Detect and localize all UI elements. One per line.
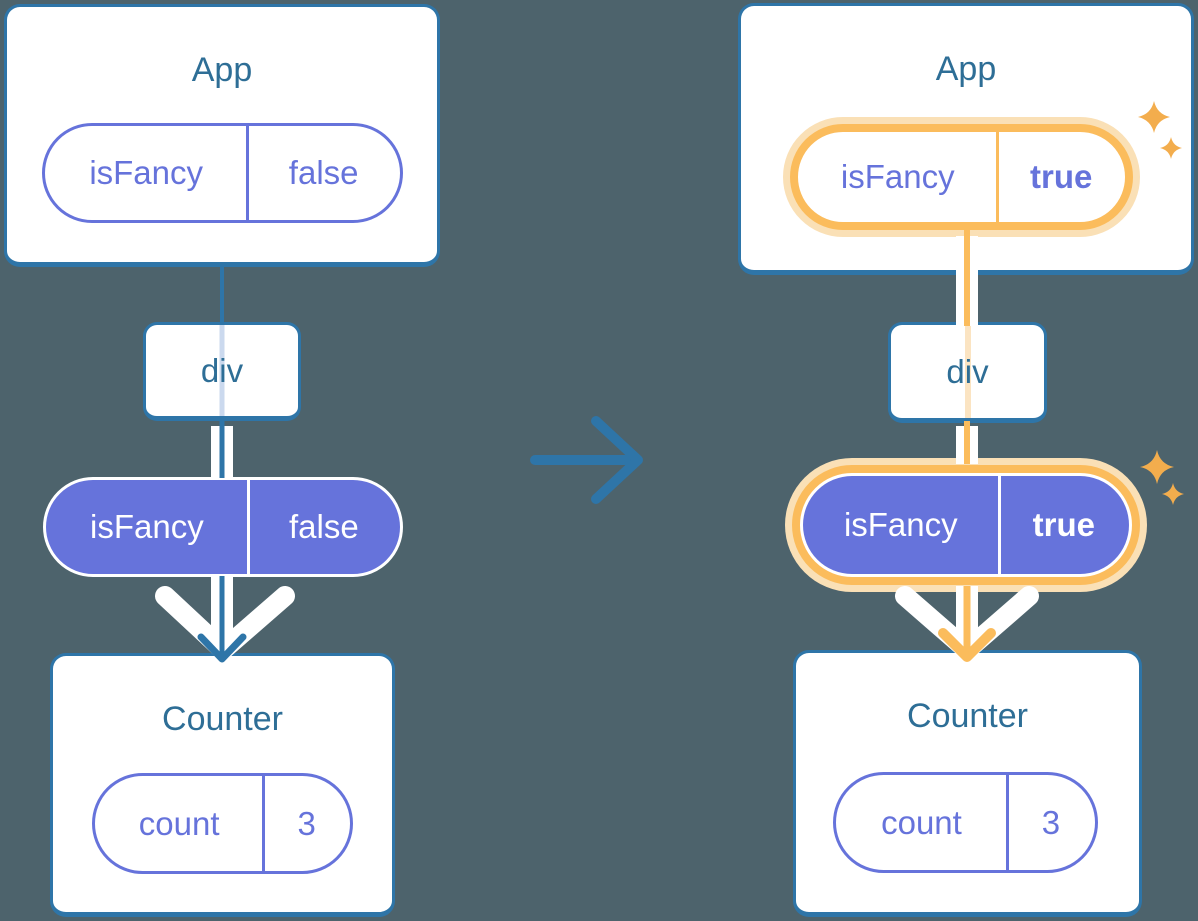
context-thread-line bbox=[964, 325, 971, 418]
pill-divider bbox=[996, 132, 1000, 222]
context-pill-body: isFancy true bbox=[803, 476, 1129, 574]
context-thread-line bbox=[219, 325, 225, 416]
component-title: Counter bbox=[162, 700, 283, 738]
state-pill-before: count 3 bbox=[92, 773, 353, 874]
pill-divider bbox=[246, 480, 250, 574]
pill-divider bbox=[1005, 775, 1009, 870]
arrow-down-chevron bbox=[155, 586, 295, 660]
pill-key: count bbox=[138, 804, 220, 842]
arrow-down-chevron bbox=[895, 586, 1039, 660]
component-title: Counter bbox=[907, 697, 1028, 735]
pill-value: 3 bbox=[297, 804, 316, 842]
pill-value: true bbox=[1030, 158, 1093, 195]
state-pill-after: count 3 bbox=[833, 772, 1098, 873]
prop-pill-before: isFancy false bbox=[42, 123, 403, 223]
counter-card-after: Counter count 3 bbox=[793, 650, 1142, 917]
pill-key: count bbox=[881, 803, 962, 841]
div-node-after: div bbox=[888, 322, 1047, 423]
context-pill-before: isFancy false bbox=[43, 477, 403, 577]
component-title: App bbox=[935, 50, 997, 88]
pill-value: true bbox=[1032, 506, 1095, 543]
prop-pill-after-highlighted: isFancy true bbox=[790, 124, 1133, 230]
component-title: App bbox=[191, 51, 253, 89]
counter-card-before: Counter count 3 bbox=[50, 653, 395, 917]
pill-key: isFancy bbox=[840, 158, 955, 195]
node-label: div bbox=[946, 352, 989, 390]
pill-divider bbox=[997, 476, 1001, 574]
app-card-after: App isFancy true bbox=[738, 3, 1194, 275]
node-label: div bbox=[200, 351, 244, 389]
pill-divider bbox=[262, 776, 266, 871]
pill-divider bbox=[246, 126, 250, 220]
pill-key: isFancy bbox=[90, 508, 204, 545]
app-card-before: App isFancy false bbox=[4, 4, 440, 267]
context-pill-after-highlighted: isFancy true bbox=[792, 465, 1140, 585]
div-node-before: div bbox=[143, 322, 301, 421]
pill-key: isFancy bbox=[89, 154, 204, 191]
arrow-right-icon bbox=[530, 416, 643, 504]
sparkles-icon bbox=[1140, 450, 1184, 505]
pill-key: isFancy bbox=[843, 506, 958, 543]
pill-value: false bbox=[288, 154, 359, 191]
pill-value: 3 bbox=[1041, 803, 1061, 841]
pill-value: false bbox=[289, 508, 359, 545]
